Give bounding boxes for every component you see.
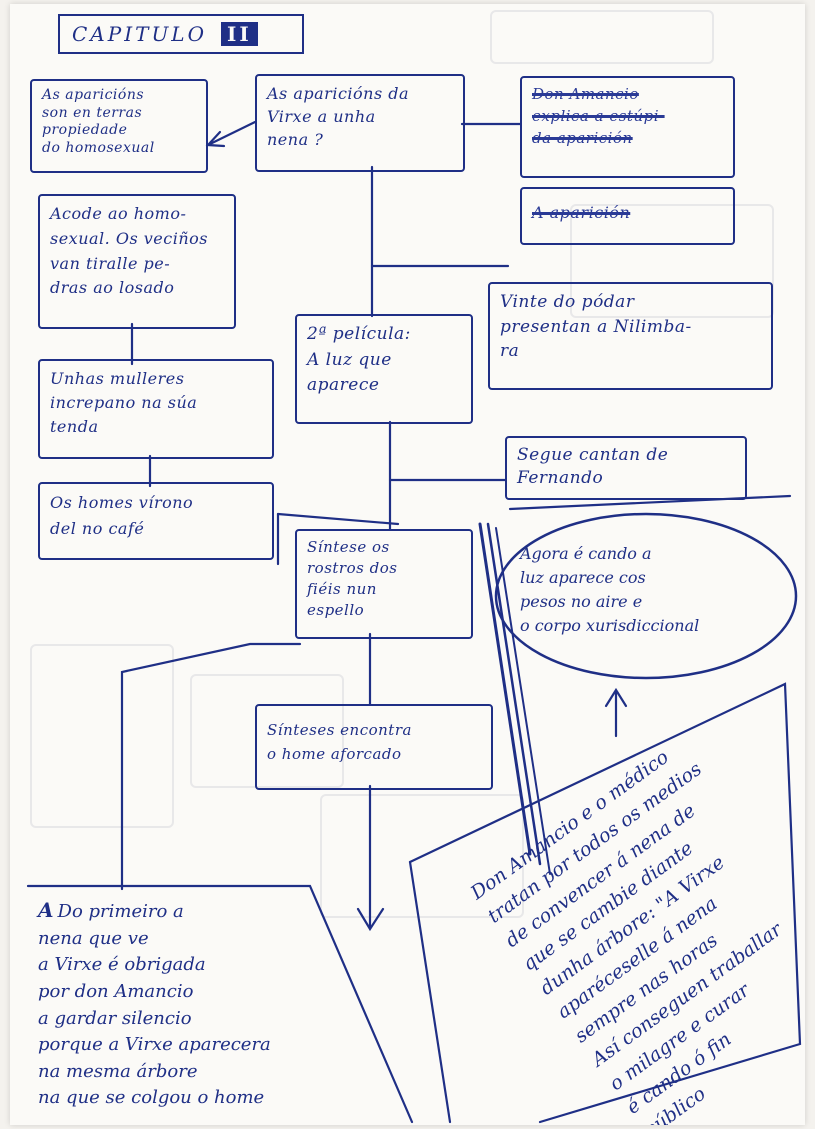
left-box-women: Unhas mulleres increpano na súa tenda (38, 359, 274, 459)
note-line: luz aparece cos (520, 568, 646, 587)
note-line: Síntese os (307, 538, 390, 556)
center-box-hanged-man: Sínteses encontra o home aforcado (255, 704, 493, 790)
note-line: As aparicións (42, 87, 145, 103)
note-line: pesos no aire e (520, 592, 643, 611)
note-line: na que se colgou o home (38, 1087, 265, 1109)
note-line: Agora é cando a (520, 544, 652, 563)
note-line: Fernando (517, 467, 604, 488)
note-line: Vinte do pódar (500, 292, 635, 312)
center-box-apparitions: As aparicións da Virxe a unha nena ? (255, 74, 465, 172)
note-line: do homosexual (42, 139, 155, 156)
note-line: fiéis nun (307, 580, 377, 598)
struck-line: explica a estúpi- (532, 106, 665, 125)
right-box-struck-apparition: A aparición (520, 187, 735, 245)
center-box-second-film: 2ª película: A luz que aparece (295, 314, 473, 424)
note-line: 2ª película: (307, 324, 411, 344)
right-box-nilimbara: Vinte do pódar presentan a Nilimba- ra (488, 282, 773, 390)
connector-lines (26, 120, 802, 1124)
chapter-number: II (220, 22, 258, 46)
note-line: Acode ao homo- (50, 204, 187, 223)
note-line: Segue cantan de (517, 445, 669, 465)
note-line: nena que ve (38, 927, 149, 949)
note-line: Virxe a unha (267, 107, 376, 127)
bleed-through-shape (570, 204, 774, 318)
bleed-through-shape (490, 10, 714, 64)
bleed-through-shape (320, 794, 524, 918)
note-line: o home aforcado (267, 745, 402, 763)
left-box-men: Os homes vírono del no café (38, 482, 274, 560)
bleed-through-shape (30, 644, 174, 828)
note-line: porque a Virxe aparecera (38, 1034, 271, 1056)
note-line: a Virxe é obrigada (38, 954, 206, 976)
left-box-appearances: As aparicións son en terras propiedade d… (30, 79, 208, 173)
note-line: por don Amancio (38, 980, 194, 1002)
note-line: Os homes vírono (50, 493, 194, 512)
note-line: aparece (307, 375, 380, 395)
note-line: presentan a Nilimba- (500, 316, 692, 337)
struck-line: da aparición (532, 128, 633, 147)
note-line: Sínteses encontra (267, 721, 412, 739)
note-line: Unhas mulleres (50, 369, 185, 388)
note-line: son en terras (42, 104, 143, 121)
note-line: rostros dos (307, 559, 398, 577)
bleed-through-shape (190, 674, 344, 788)
note-line: ra (500, 341, 520, 362)
right-box-struck-explanation: Don Amancio explica a estúpi- da aparici… (520, 76, 735, 178)
struck-line: A aparición (532, 203, 631, 222)
marker-letter: A (38, 898, 54, 922)
chapter-title: CAPITULO II (58, 14, 304, 54)
note-line: a gardar silencio (38, 1007, 192, 1029)
note-line: dras ao losado (50, 278, 175, 298)
oval-outline (494, 512, 798, 680)
oval-note: Agora é cando a luz aparece cos pesos no… (520, 542, 780, 638)
note-line: Do primeiro a (57, 901, 184, 922)
note-line: na mesma árbore (38, 1060, 198, 1082)
note-line: increpano na súa (50, 393, 198, 412)
note-line: espello (307, 601, 365, 619)
left-box-homosexual: Acode ao homo- sexual. Os veciños van ti… (38, 194, 236, 329)
note-line: del no café (50, 518, 145, 538)
note-line: van tiralle pe- (50, 253, 171, 273)
chapter-label: CAPITULO (72, 22, 207, 46)
note-line: A luz que (307, 349, 392, 370)
note-line: o corpo xurisdiccional (520, 616, 700, 635)
notebook-page: CAPITULO II As aparicións son en terras p… (10, 4, 805, 1125)
note-line: As aparicións da (267, 84, 410, 103)
note-line: propiedade (42, 122, 128, 138)
note-line: sexual. Os veciños (50, 228, 208, 248)
note-line: nena ? (267, 130, 324, 150)
center-box-mirror: Síntese os rostros dos fiéis nun espello (295, 529, 473, 639)
note-line: tenda (50, 417, 99, 436)
struck-line: Don Amancio (532, 85, 639, 103)
right-box-fernando: Segue cantan de Fernando (505, 436, 747, 500)
